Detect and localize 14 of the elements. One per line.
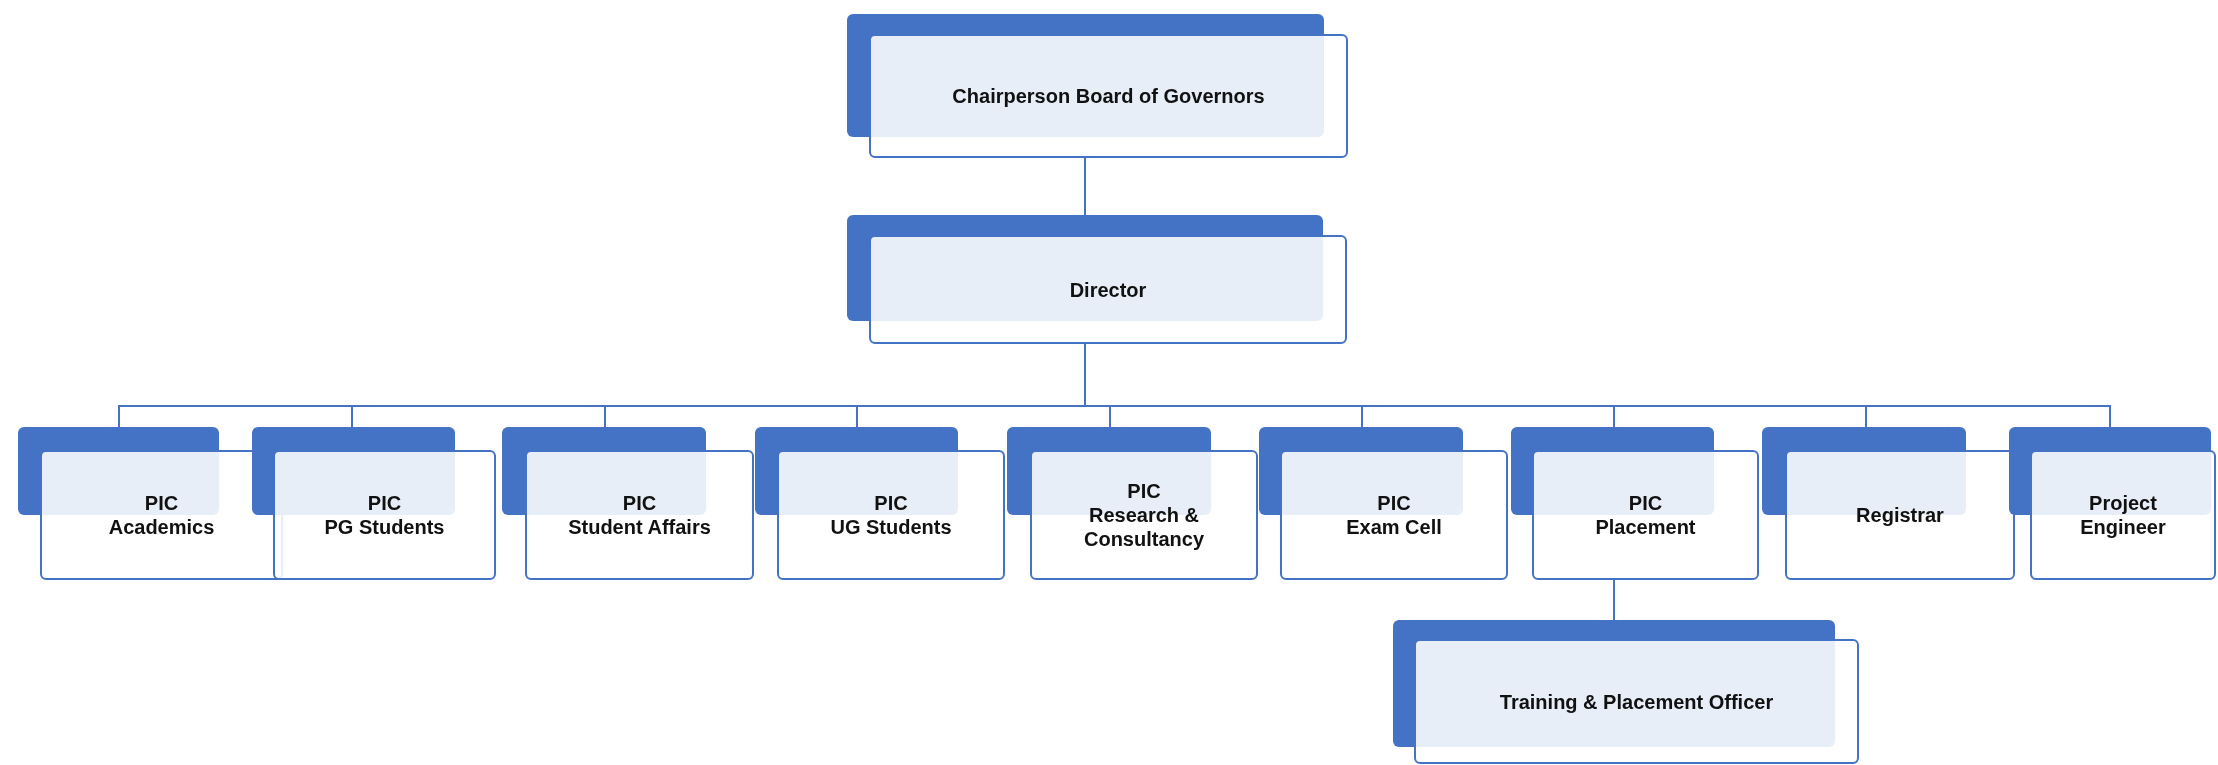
position-title: PIC Research & Consultancy — [1084, 479, 1204, 551]
position-title: Registrar — [1856, 503, 1944, 527]
position-title: PIC PG Students — [324, 491, 445, 539]
position-title: Training & Placement Officer — [1499, 689, 1774, 714]
position-title: Project Engineer — [2080, 491, 2166, 539]
connector-line — [1084, 157, 1086, 216]
position-title: PIC Placement — [1595, 491, 1696, 539]
position-title: Director — [1069, 277, 1147, 302]
position-title: PIC Academics — [108, 491, 215, 539]
position-title: PIC UG Students — [830, 491, 952, 539]
position-title: PIC Exam Cell — [1346, 491, 1442, 539]
position-title: Chairperson Board of Governors — [952, 84, 1265, 108]
position-title: PIC Student Affairs — [568, 491, 711, 539]
connector-line — [1613, 579, 1615, 621]
